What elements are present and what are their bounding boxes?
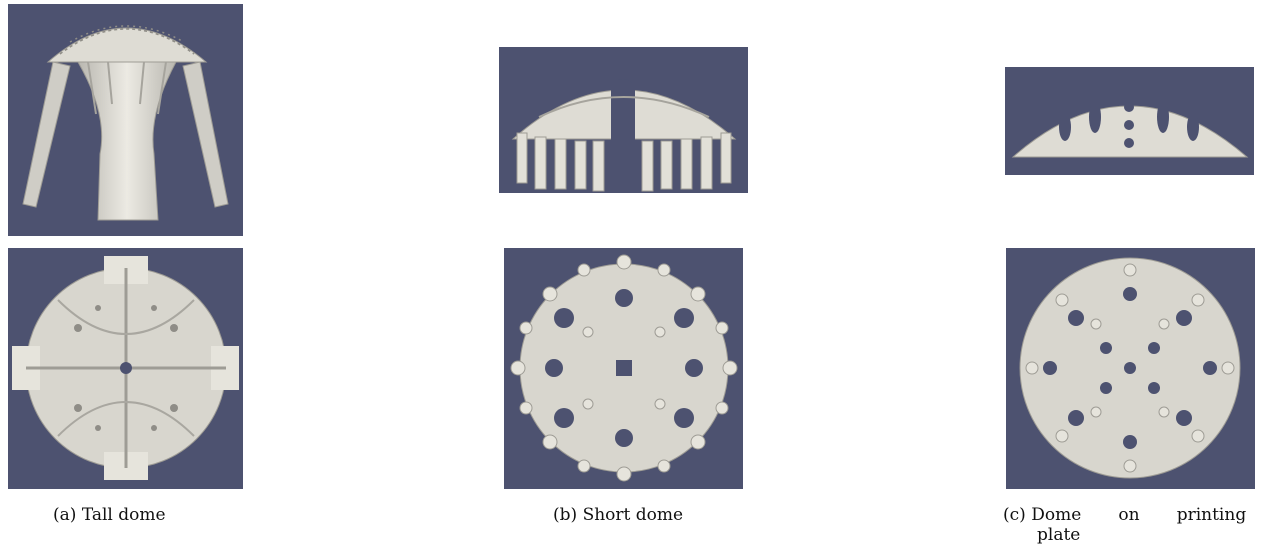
- short-dome-top-view: [504, 248, 743, 489]
- caption-b-tag: (b): [553, 505, 578, 525]
- caption-a-text: Tall dome: [81, 505, 166, 525]
- tall-dome-top-view: [8, 248, 243, 489]
- tall-dome-side-view: [8, 4, 243, 236]
- tall-dome-side-render: [22, 25, 229, 221]
- plate-dome-side-view: [1005, 67, 1254, 175]
- plate-dome-side-render: [1011, 101, 1249, 158]
- plate-dome-top-render: [1019, 257, 1241, 479]
- caption-c-line1: Dome on printing: [1031, 505, 1247, 525]
- plate-dome-top-view: [1006, 248, 1255, 489]
- short-dome-top-render: [510, 254, 738, 482]
- short-dome-side-view: [499, 47, 748, 193]
- short-dome-side-render: [511, 79, 737, 192]
- caption-c-tag: (c): [1003, 505, 1026, 525]
- caption-b: (b) Short dome: [553, 505, 683, 525]
- tall-dome-top-render: [12, 256, 239, 480]
- caption-a: (a) Tall dome: [53, 505, 166, 525]
- caption-c-line2: plate: [1037, 525, 1081, 545]
- caption-a-tag: (a): [53, 505, 77, 525]
- caption-c: (c) Dome on printing plate: [1003, 505, 1258, 545]
- caption-b-text: Short dome: [582, 505, 684, 525]
